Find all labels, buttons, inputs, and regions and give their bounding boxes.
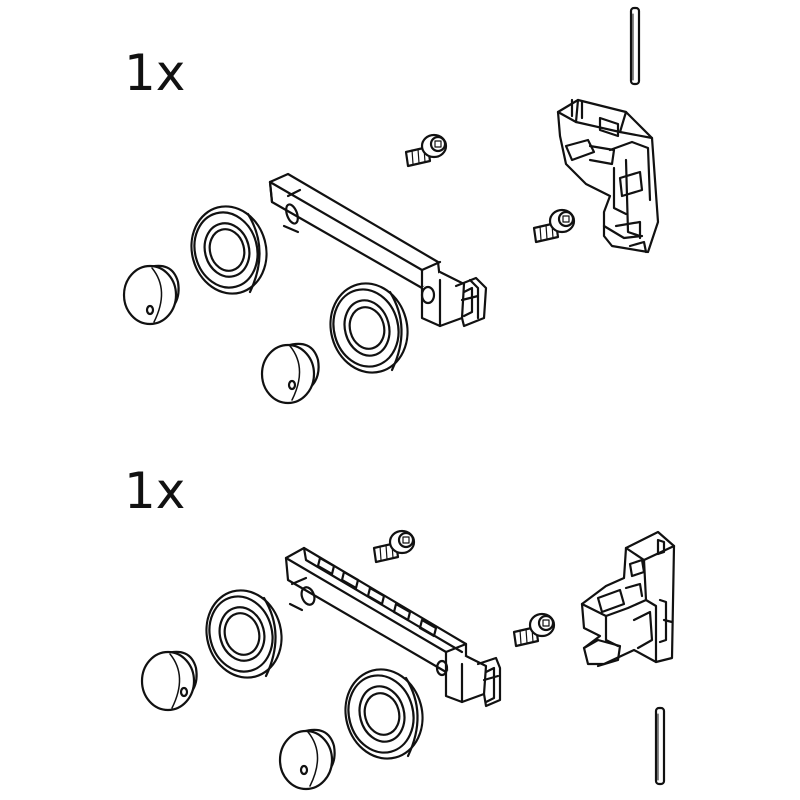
clamp-bracket-icon bbox=[582, 532, 674, 666]
roller-wheel-icon bbox=[197, 582, 291, 686]
roller-wheel-icon bbox=[336, 661, 433, 768]
clamp-bracket-icon bbox=[558, 100, 658, 252]
end-cap-icon bbox=[262, 344, 319, 403]
end-cap-icon bbox=[280, 730, 335, 789]
carrier-plate-icon bbox=[286, 548, 500, 706]
carrier-plate-icon bbox=[270, 174, 486, 326]
screw-icon bbox=[406, 135, 446, 166]
pin-icon bbox=[656, 708, 664, 784]
roller-wheel-icon bbox=[182, 198, 276, 302]
screw-icon bbox=[534, 210, 574, 242]
screw-icon bbox=[514, 614, 554, 646]
quantity-label-set-1: 1x bbox=[124, 44, 186, 102]
roller-wheel-icon bbox=[321, 275, 418, 382]
set-1 bbox=[124, 8, 658, 403]
end-cap-icon bbox=[124, 266, 179, 324]
end-cap-icon bbox=[142, 652, 197, 710]
pin-icon bbox=[631, 8, 639, 84]
set-2 bbox=[142, 531, 674, 789]
screw-icon bbox=[374, 531, 414, 562]
quantity-label-set-2: 1x bbox=[124, 462, 186, 520]
